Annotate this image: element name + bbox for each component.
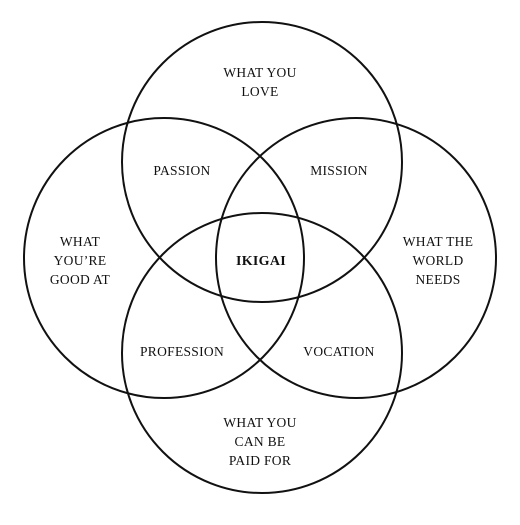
label-what-you-can-be-paid-for-line1: WHAT YOU bbox=[223, 415, 296, 430]
circle-what-youre-good-at bbox=[23, 117, 305, 399]
label-what-you-can-be-paid-for-line3: PAID FOR bbox=[229, 453, 291, 468]
circle-what-you-can-be-paid-for bbox=[121, 212, 403, 494]
overlap-label-mission: MISSION bbox=[310, 163, 368, 178]
overlap-label-profession: PROFESSION bbox=[140, 344, 224, 359]
overlap-label-vocation: VOCATION bbox=[303, 344, 374, 359]
label-what-you-love-line1: WHAT YOU bbox=[223, 65, 296, 80]
label-what-the-world-needs-line1: WHAT THE bbox=[403, 234, 474, 249]
overlap-label-passion: PASSION bbox=[153, 163, 210, 178]
label-what-youre-good-at-line3: GOOD AT bbox=[50, 272, 111, 287]
label-what-the-world-needs-line2: WORLD bbox=[413, 253, 464, 268]
label-what-the-world-needs-line3: NEEDS bbox=[416, 272, 461, 287]
label-what-you-can-be-paid-for-line2: CAN BE bbox=[235, 434, 286, 449]
label-what-youre-good-at-line1: WHAT bbox=[60, 234, 101, 249]
circle-what-you-love bbox=[121, 21, 403, 303]
label-what-you-love-line2: LOVE bbox=[241, 84, 278, 99]
center-label-ikigai: IKIGAI bbox=[236, 254, 286, 269]
circle-what-the-world-needs bbox=[215, 117, 497, 399]
label-what-youre-good-at-line2: YOU’RE bbox=[54, 253, 107, 268]
